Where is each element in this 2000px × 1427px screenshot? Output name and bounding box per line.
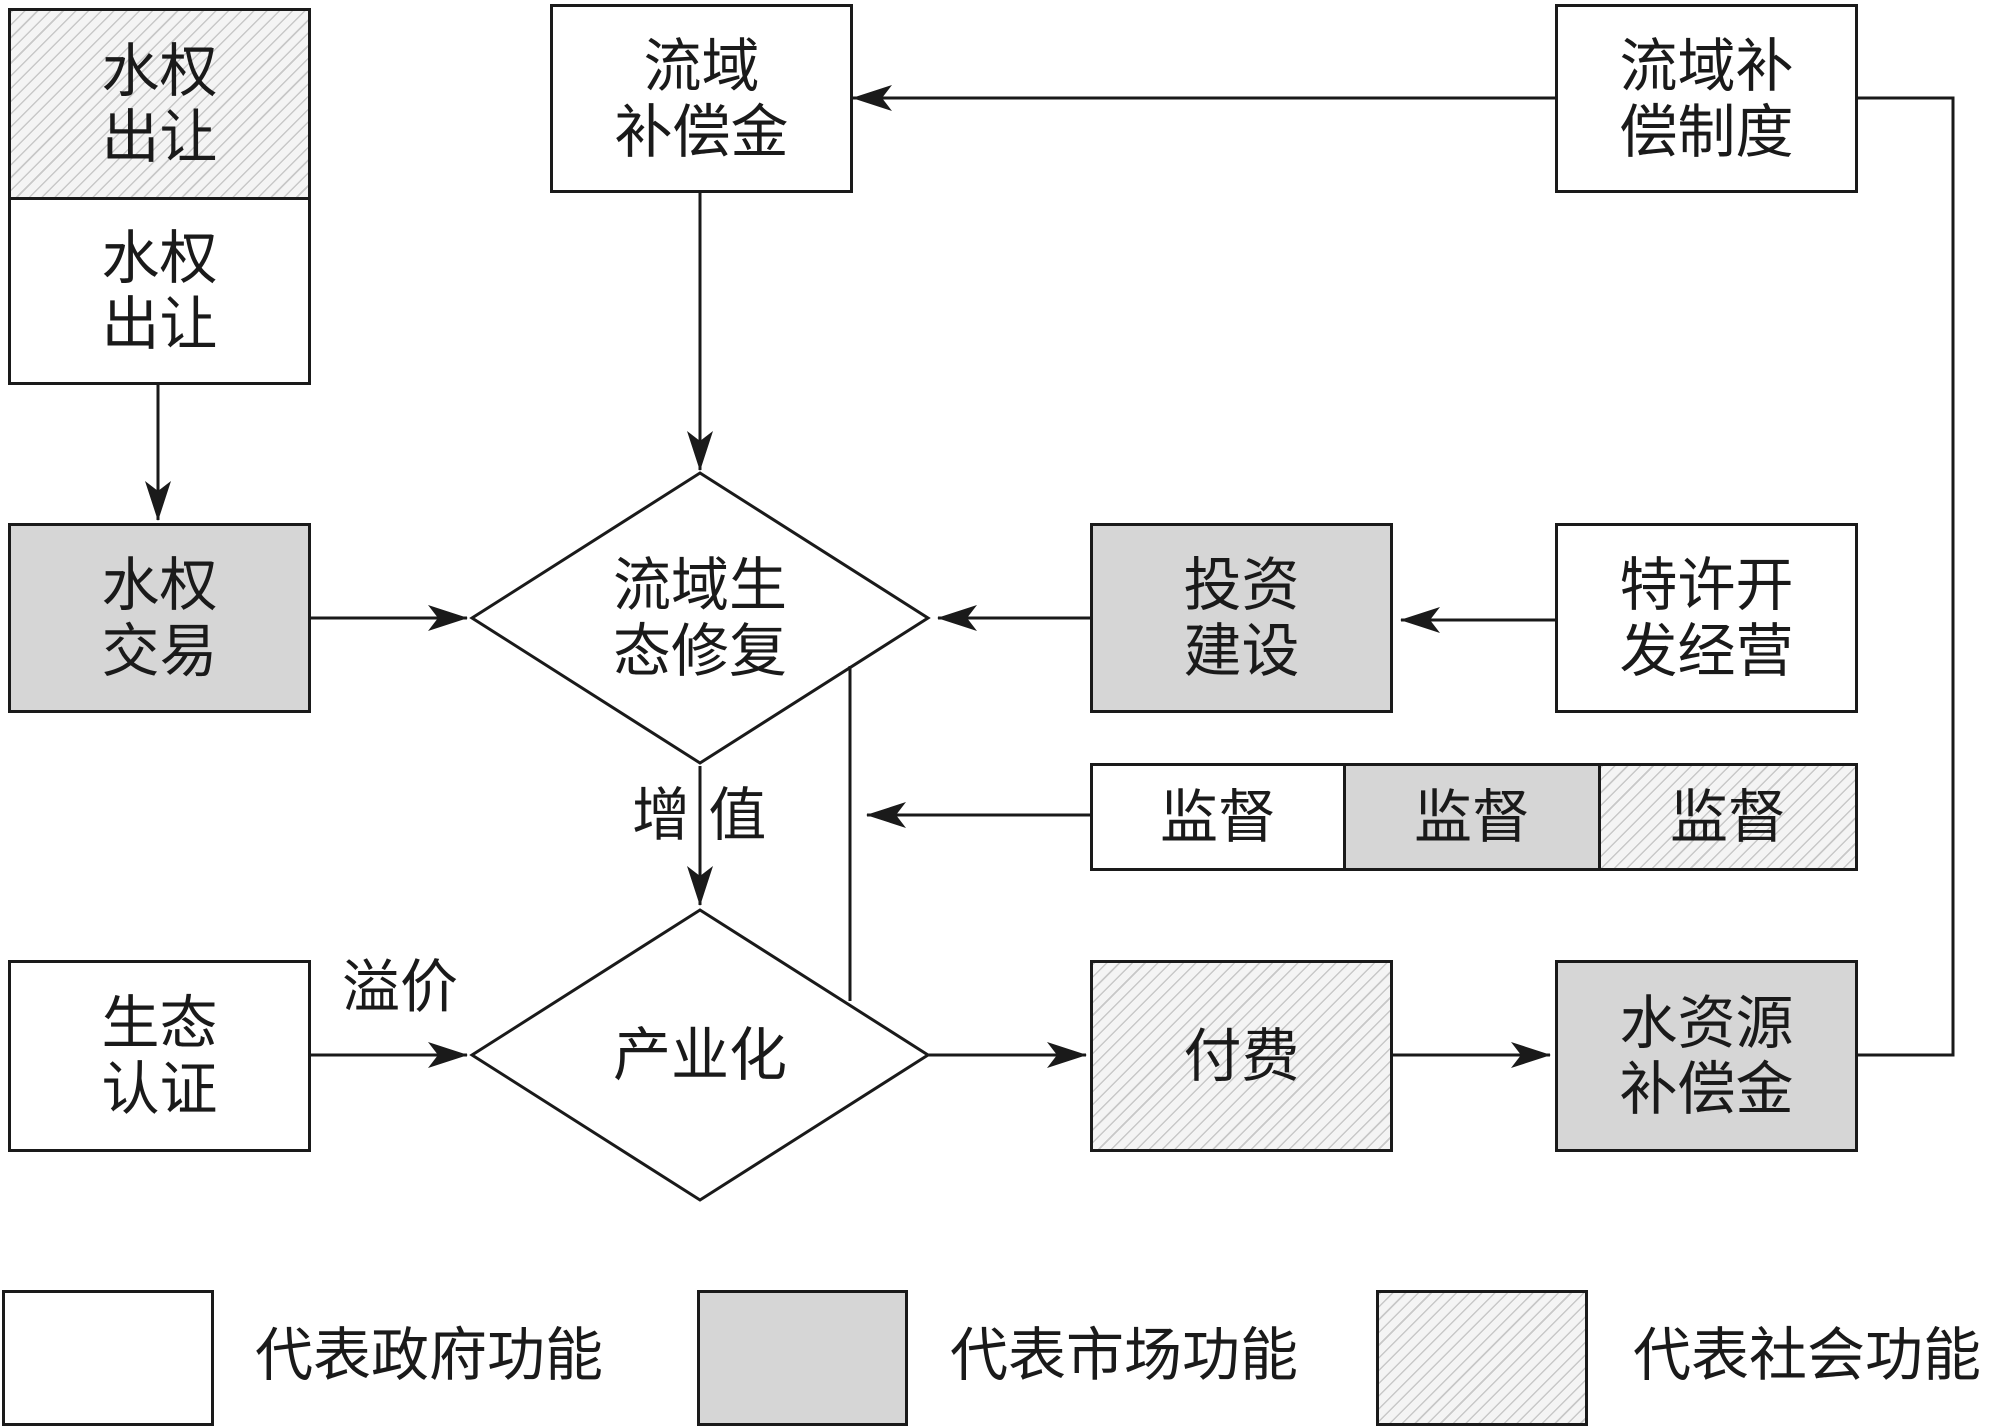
node-water-right-transfer-gov: 水权 出让	[8, 197, 311, 385]
legend-label-government: 代表政府功能	[255, 1321, 604, 1389]
node-water-right-transfer-social: 水权 出让	[8, 8, 311, 200]
label-value-added: 增 值	[632, 781, 767, 849]
node-water-resource-compensation-fund: 水资源 补偿金	[1555, 960, 1858, 1152]
node-water-right-trading: 水权 交易	[8, 523, 311, 713]
line-fund-to-system-loop	[1857, 96, 1955, 1057]
node-industrialization: 产业化	[612, 1021, 787, 1089]
node-payment: 付费	[1090, 960, 1393, 1152]
label-premium: 溢价	[342, 953, 459, 1021]
node-franchise-operation: 特许开 发经营	[1555, 523, 1858, 713]
node-supervision-social: 监督	[1598, 763, 1858, 871]
legend-swatch-government	[2, 1290, 214, 1426]
node-supervision-gov: 监督	[1090, 763, 1346, 871]
legend-swatch-social	[1376, 1290, 1588, 1426]
node-eco-certification: 生态 认证	[8, 960, 311, 1152]
node-supervision-market: 监督	[1343, 763, 1601, 871]
legend-label-social: 代表社会功能	[1633, 1321, 1982, 1389]
legend-swatch-market	[697, 1290, 908, 1426]
node-basin-compensation-system: 流域补 偿制度	[1555, 4, 1858, 193]
legend-label-market: 代表市场功能	[950, 1321, 1299, 1389]
node-investment-construction: 投资 建设	[1090, 523, 1393, 713]
industrialization-diamond	[469, 908, 931, 1202]
node-basin-eco-restoration: 流域生 态修复	[612, 551, 787, 685]
node-basin-compensation-fund: 流域 补偿金	[550, 4, 853, 193]
eco-restoration-diamond	[469, 471, 931, 765]
